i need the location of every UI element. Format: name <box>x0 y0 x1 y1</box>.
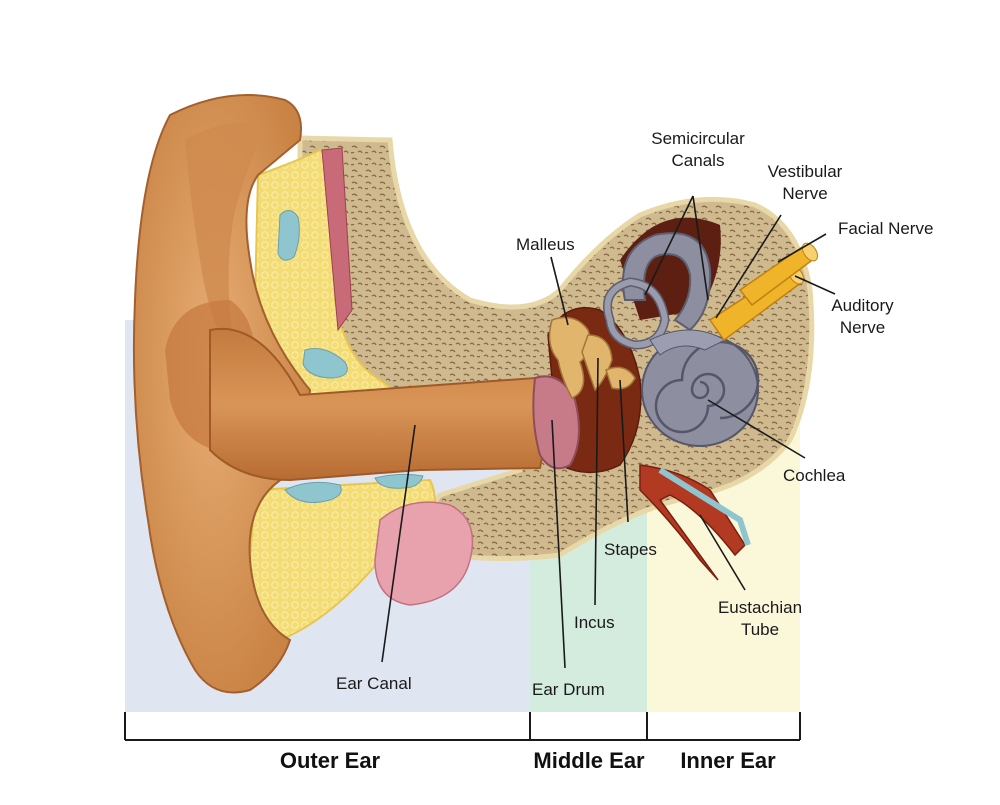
eustachian-tube-shape <box>639 464 746 581</box>
section-bracket <box>124 712 801 741</box>
leader-facial <box>777 233 827 263</box>
label-stapes: Stapes <box>604 540 657 559</box>
leader-auditory <box>794 275 836 295</box>
leader-stapes <box>619 379 629 523</box>
label-eustachian-tube: Eustachian Tube <box>700 597 820 641</box>
section-middle-ear: Middle Ear <box>533 748 645 773</box>
label-eustachian-line1: Eustachian <box>717 598 803 617</box>
label-ear-canal: Ear Canal <box>336 674 412 693</box>
section-outer-ear: Outer Ear <box>279 748 381 773</box>
muscle-strip <box>321 147 353 332</box>
label-vestibular-line1: Vestibular <box>767 162 843 181</box>
malleus-bone <box>548 316 591 399</box>
leader-vestibular <box>715 214 782 319</box>
label-auditory-nerve: Auditory Nerve <box>805 295 920 339</box>
label-vestibular-nerve: Vestibular Nerve <box>745 161 865 205</box>
label-semicircular-canals: Semicircular Canals <box>628 128 768 172</box>
label-auditory-line1: Auditory <box>831 296 894 315</box>
leader-semicircular-2 <box>692 195 709 301</box>
cochlea-shape <box>641 329 760 447</box>
fat-spot <box>277 210 300 261</box>
fat-spot <box>284 481 342 503</box>
incus-bone <box>581 334 613 392</box>
pink-tissue <box>374 501 474 606</box>
nerve-bundle <box>708 242 819 342</box>
leader-lines <box>381 195 836 669</box>
leader-incus <box>594 357 599 606</box>
leader-cochlea <box>707 399 806 459</box>
leader-ear-canal <box>381 424 416 663</box>
label-ear-drum: Ear Drum <box>532 680 605 699</box>
label-malleus: Malleus <box>516 235 575 254</box>
label-eustachian-line2: Tube <box>740 620 780 639</box>
leader-semicircular-1 <box>644 195 694 296</box>
tube-lining <box>658 467 751 546</box>
leader-eustachian <box>699 514 746 591</box>
helix-fold <box>185 122 265 370</box>
label-vestibular-line2: Nerve <box>782 184 828 203</box>
label-semicircular-line1: Semicircular <box>651 129 745 148</box>
label-cochlea: Cochlea <box>783 466 846 485</box>
fat-spot <box>374 473 424 489</box>
leader-ear-drum <box>551 419 566 669</box>
semicircular-canals-shape <box>603 232 712 350</box>
label-auditory-line2: Nerve <box>839 318 886 337</box>
section-inner-ear: Inner Ear <box>680 748 776 773</box>
fat-spot <box>302 348 348 379</box>
label-incus: Incus <box>574 613 615 632</box>
leader-malleus <box>550 256 569 326</box>
label-semicircular-line2: Canals <box>671 151 725 170</box>
label-facial-nerve: Facial Nerve <box>838 219 934 238</box>
stapes-bone <box>605 366 636 390</box>
